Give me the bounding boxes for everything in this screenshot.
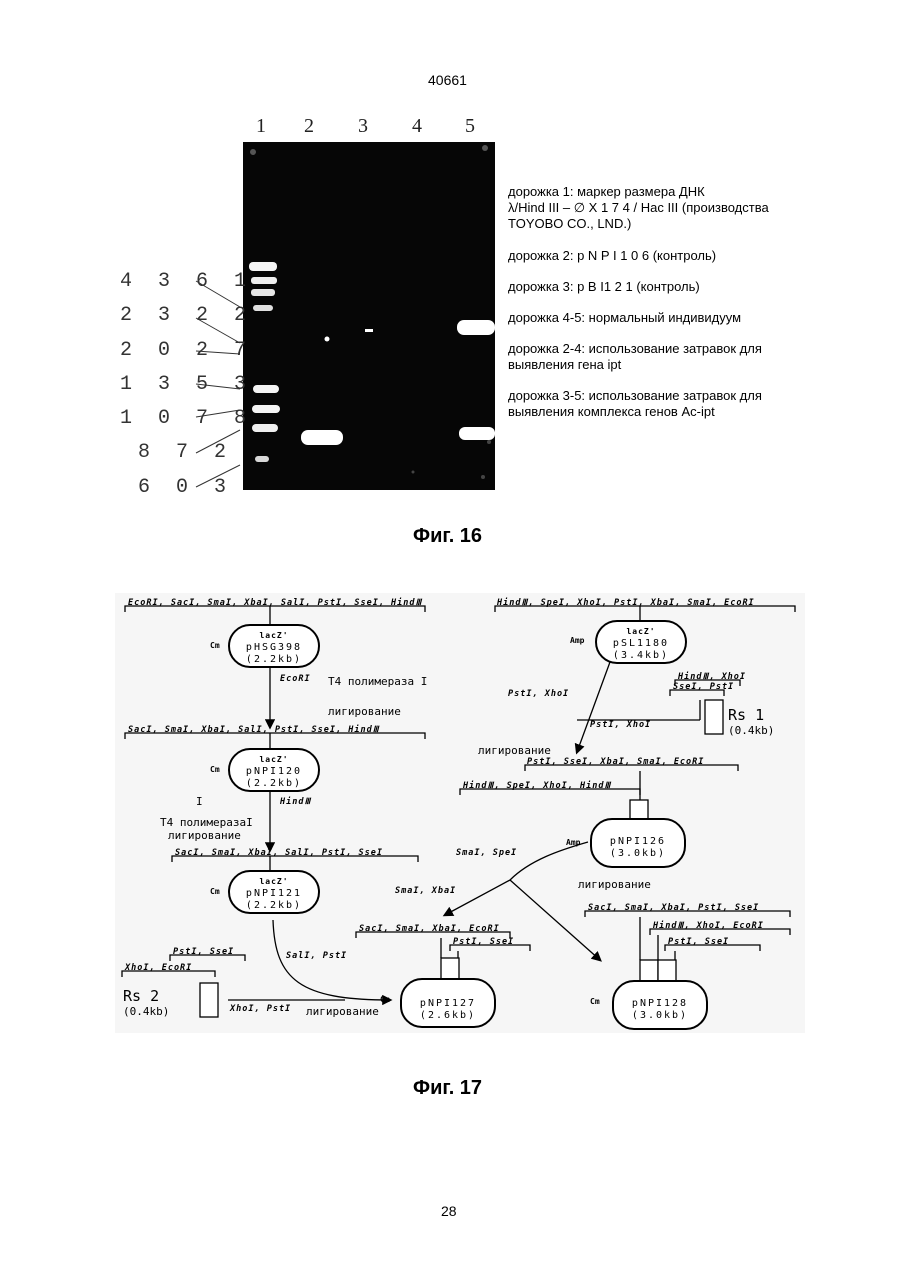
plasmid-pnpi128: pNPI128 (3.0kb): [612, 980, 708, 1030]
plasmid-name: pHSG398: [230, 642, 318, 654]
fragment-rs2-name: Rs 2: [123, 987, 159, 1005]
cloning-diagram-lines: [0, 0, 900, 1060]
plasmid-pnpi120: lacZ' pNPI120 (2.2kb): [228, 748, 320, 792]
sites-pnpi126-bottom: HindⅢ, SpeI, XhoI, HindⅢ: [463, 781, 611, 791]
fragment-rs1-size: (0.4kb): [728, 724, 774, 737]
step-ecori: EcoRI: [280, 674, 311, 684]
step-t4-polymerase-1: T4 полимераза I: [328, 675, 427, 688]
marker-cm-pnpi121: Cm: [210, 887, 220, 896]
step-ligation-4: лигирование: [578, 878, 651, 891]
sites-pnpi127-top: SacI, SmaI, XbaI, EcoRI: [359, 924, 500, 934]
plasmid-size: (3.0kb): [592, 848, 684, 860]
step-t4-polymerase-2: T4 полимеразаI: [160, 816, 253, 829]
plasmid-name: pNPI126: [592, 836, 684, 848]
plasmid-psl1180: lacZ' pSL1180 (3.4kb): [595, 620, 687, 664]
step-ligation-5: лигирование: [306, 1005, 379, 1018]
lacz-label: lacZ': [230, 754, 318, 766]
sites-pnpi128-bottom: PstI, SseI: [668, 937, 729, 947]
fragment-rs1-name: Rs 1: [728, 706, 764, 724]
sites-rs2-bottom: XhoI, EcoRI: [125, 963, 192, 973]
plasmid-name: pNPI128: [614, 998, 706, 1010]
step-xhoi-psti: XhoI, PstI: [230, 1004, 291, 1014]
plasmid-name: pNPI121: [230, 888, 318, 900]
sites-rs2-top: PstI, SseI: [173, 947, 234, 957]
step-smai-xbai: SmaI, XbaI: [395, 886, 456, 896]
marker-cm-pnpi120: Cm: [210, 765, 220, 774]
plasmid-pnpi127: pNPI127 (2.6kb): [400, 978, 496, 1028]
step-psti-xhoi-1: PstI, XhoI: [508, 689, 569, 699]
fragment-rs2-size: (0.4kb): [123, 1005, 169, 1018]
plasmid-size: (2.2kb): [230, 654, 318, 666]
plasmid-size: (3.0kb): [614, 1010, 706, 1022]
sites-phsg398: EcoRI, SacI, SmaI, XbaI, SalI, PstI, Sse…: [128, 598, 422, 608]
sites-pnpi121: SacI, SmaI, XbaI, SalI, PstI, SseI: [175, 848, 383, 858]
marker-amp-psl1180: Amp: [570, 636, 584, 645]
marker-cm-pnpi127: Cm: [380, 995, 390, 1004]
plasmid-pnpi126: pNPI126 (3.0kb): [590, 818, 686, 868]
step-ligation-2: лигирование: [168, 829, 241, 842]
sites-pnpi120: SacI, SmaI, XbaI, SalI, PstI, SseI, Hind…: [128, 725, 380, 735]
page-footer-number: 28: [441, 1203, 457, 1219]
figure17-caption: Фиг. 17: [413, 1077, 482, 1100]
sites-rs1-top: HindⅢ, XhoI: [678, 672, 746, 682]
sites-pnpi128-mid: HindⅢ, XhoI, EcoRI: [653, 921, 764, 931]
step-psti-xhoi-2: PstI, XhoI: [590, 720, 651, 730]
marker-amp-pnpi126: Amp: [566, 838, 580, 847]
step-ligation-1: лигирование: [328, 705, 401, 718]
plasmid-size: (3.4kb): [597, 650, 685, 662]
lacz-label: lacZ': [230, 630, 318, 642]
step-roman-i: I: [196, 795, 203, 808]
plasmid-name: pSL1180: [597, 638, 685, 650]
lacz-label: lacZ': [230, 876, 318, 888]
marker-cm-pnpi128: Cm: [590, 997, 600, 1006]
plasmid-size: (2.6kb): [402, 1010, 494, 1022]
plasmid-pnpi121: lacZ' pNPI121 (2.2kb): [228, 870, 320, 914]
sites-rs1-bottom: SseI, PstI: [673, 682, 734, 692]
step-ligation-3: лигирование: [478, 744, 551, 757]
plasmid-phsg398: lacZ' pHSG398 (2.2kb): [228, 624, 320, 668]
marker-cm-phsg398: Cm: [210, 641, 220, 650]
plasmid-size: (2.2kb): [230, 900, 318, 912]
sites-pnpi128-top: SacI, SmaI, XbaI, PstI, SseI: [588, 903, 759, 913]
plasmid-name: pNPI127: [402, 998, 494, 1010]
sites-pnpi127-bottom: PstI, SseI: [453, 937, 514, 947]
plasmid-size: (2.2kb): [230, 778, 318, 790]
step-hindiii: HindⅢ: [280, 797, 311, 807]
lacz-label: lacZ': [597, 626, 685, 638]
sites-psl1180: HindⅢ, SpeI, XhoI, PstI, XbaI, SmaI, Eco…: [497, 598, 755, 608]
step-smai-spei: SmaI, SpeI: [456, 848, 517, 858]
plasmid-name: pNPI120: [230, 766, 318, 778]
step-sali-psti: SalI, PstI: [286, 951, 347, 961]
sites-pnpi126-top: PstI, SseI, XbaI, SmaI, EcoRI: [527, 757, 704, 767]
